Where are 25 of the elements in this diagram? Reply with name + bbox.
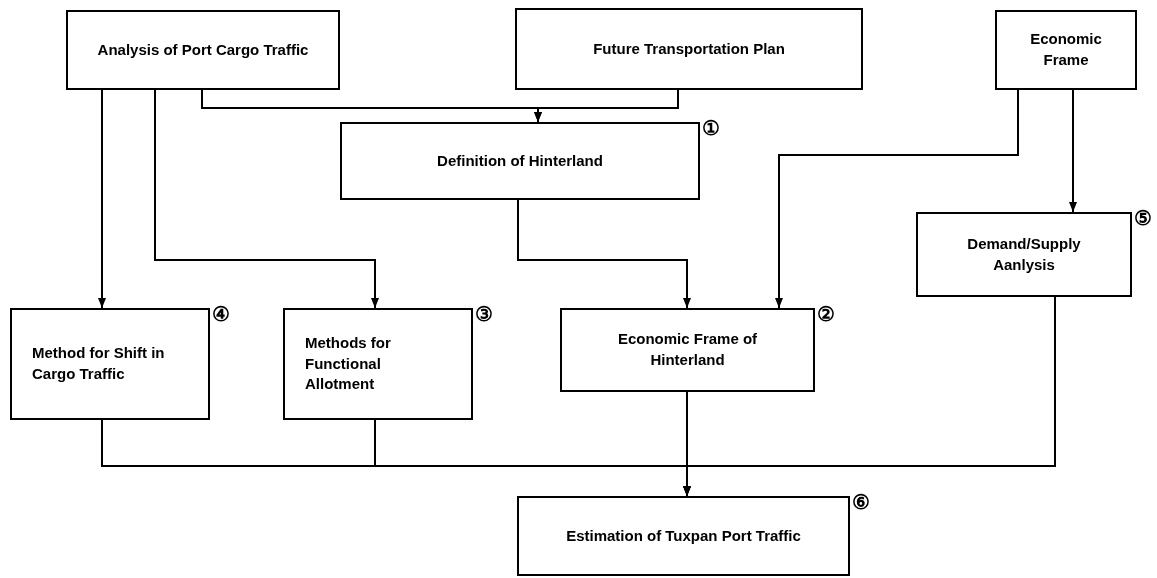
arrow (534, 89, 679, 123)
box-text: Methods for Functional Allotment (305, 333, 392, 395)
process-box (66, 10, 340, 90)
arrow (683, 296, 1056, 497)
box-text: Economic Frame of Hinterland (616, 329, 759, 370)
box-text: Economic Frame (1029, 29, 1103, 70)
box-text: Demand/Supply Aanlysis (966, 233, 1082, 275)
step-number: ③ (475, 304, 493, 324)
arrow (775, 89, 1019, 309)
step-number: ④ (212, 304, 230, 324)
box-text: Method for Shift in Cargo Traffic (32, 343, 166, 384)
box-text: Analysis of Port Cargo Traffic (97, 39, 309, 60)
box-text: Future Transportation Plan (593, 38, 785, 59)
step-number: ⑤ (1134, 208, 1152, 228)
arrow (98, 89, 106, 309)
process-box (995, 10, 1137, 90)
box-text: Estimation of Tuxpan Port Traffic (566, 525, 801, 546)
step-number: ⑥ (852, 492, 870, 512)
step-number: ② (817, 304, 835, 324)
arrow (154, 89, 379, 309)
arrow (517, 199, 691, 309)
step-number: ① (702, 118, 720, 138)
process-box (515, 8, 863, 90)
arrow (1069, 89, 1077, 213)
box-text: Definition of Hinterland (437, 150, 603, 171)
